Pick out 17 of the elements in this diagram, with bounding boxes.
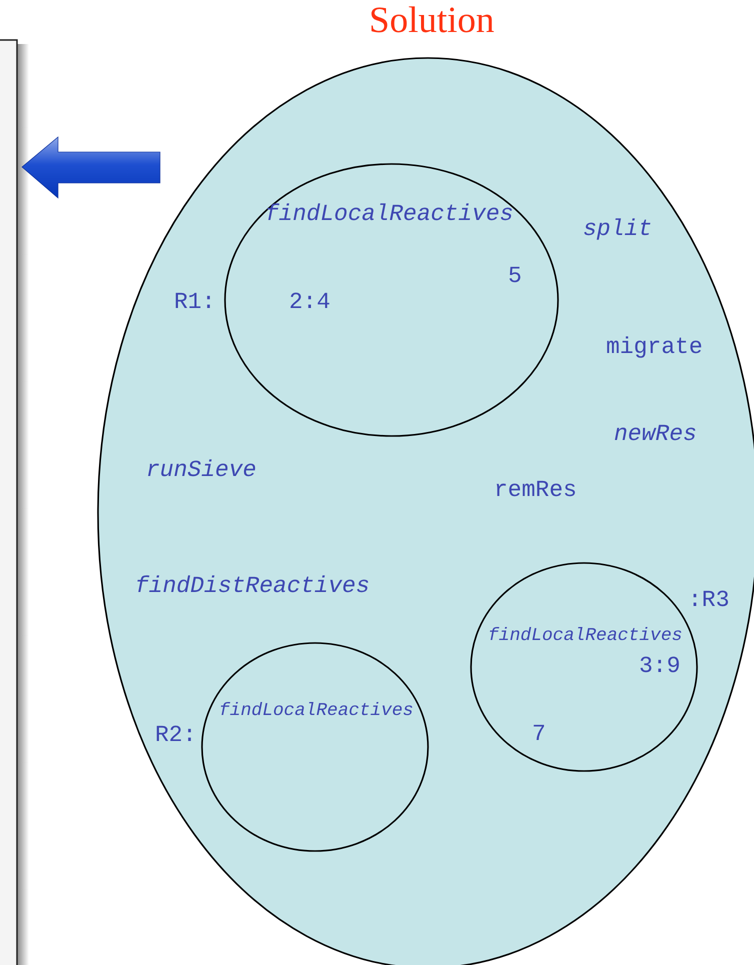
- code-label: 2:4: [289, 291, 330, 314]
- code-label: findDistReactives: [135, 575, 370, 598]
- code-label: remRes: [494, 479, 577, 502]
- code-label: migrate: [606, 336, 703, 359]
- code-label: 7: [532, 723, 546, 746]
- region-label: :R3: [688, 589, 730, 612]
- code-label: split: [583, 218, 652, 241]
- region-label: R1:: [174, 291, 216, 314]
- code-label: runSieve: [146, 459, 256, 482]
- code-label: 3:9: [639, 655, 680, 678]
- region-label: R2:: [155, 724, 196, 747]
- code-label: findLocalReactives: [488, 627, 682, 645]
- code-label: newRes: [614, 423, 697, 446]
- code-label: 5: [508, 265, 522, 288]
- title: Solution: [369, 2, 494, 39]
- code-label: findLocalReactives: [219, 702, 414, 720]
- code-label: findLocalReactives: [265, 203, 514, 226]
